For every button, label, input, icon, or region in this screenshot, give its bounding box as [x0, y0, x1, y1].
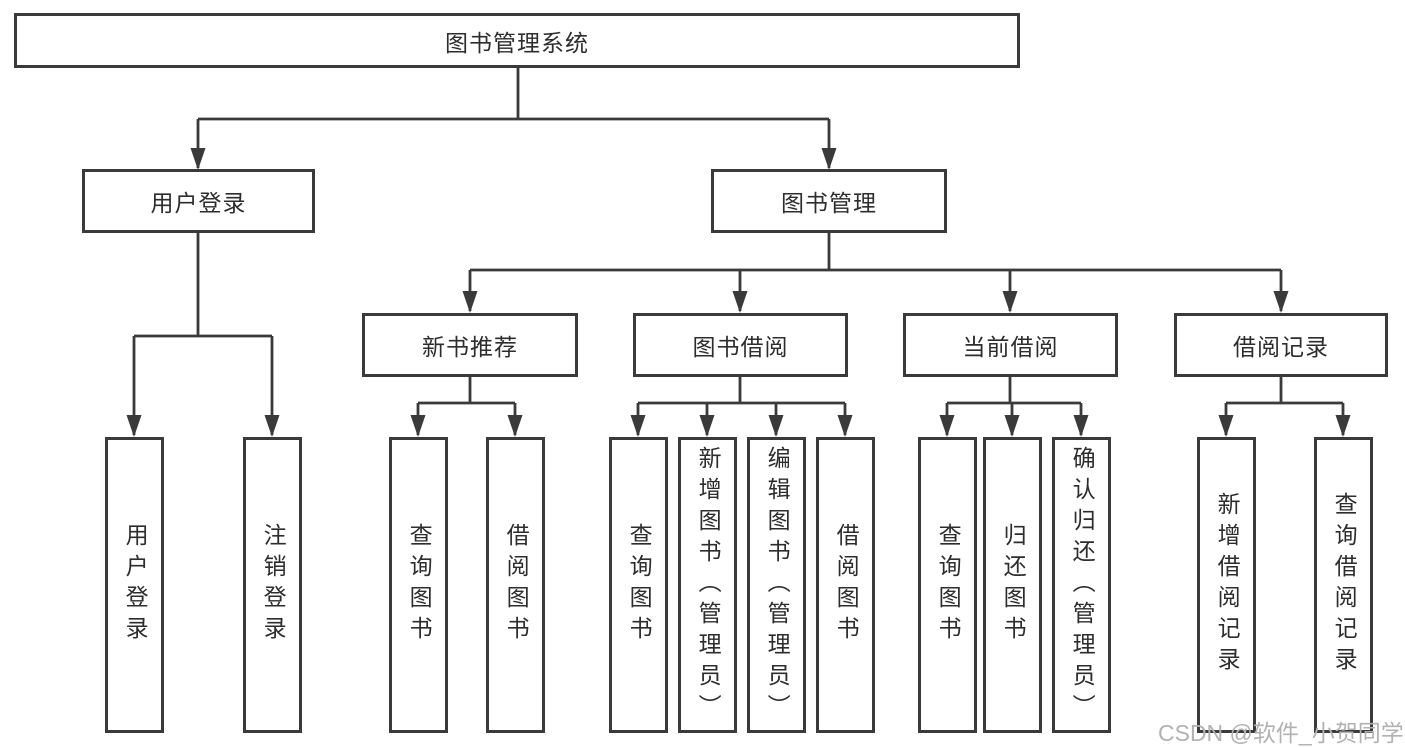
node-leaf-edit-book-admin: 编辑图书（管理员） — [747, 437, 806, 733]
node-leaf-logout-label: 注销登录 — [260, 523, 287, 647]
node-leaf-query-borrow-record-label: 查询借阅记录 — [1331, 492, 1358, 678]
node-leaf-add-borrow-record: 新增借阅记录 — [1197, 437, 1256, 733]
connector-bookborrow-to-leaves — [636, 377, 847, 435]
node-current-borrow: 当前借阅 — [903, 313, 1118, 377]
node-leaf-logout: 注销登录 — [243, 437, 302, 733]
node-user-login-label: 用户登录 — [150, 190, 247, 216]
node-leaf-query-book-2-label: 查询图书 — [626, 523, 653, 647]
node-leaf-query-borrow-record: 查询借阅记录 — [1314, 437, 1373, 733]
connector-records-to-leaves — [1224, 377, 1345, 435]
node-new-book-recommend: 新书推荐 — [362, 313, 578, 377]
connector-userlogin-to-leaves — [132, 233, 274, 435]
node-leaf-query-book-2: 查询图书 — [609, 437, 668, 733]
node-current-borrow-label: 当前借阅 — [962, 334, 1059, 360]
node-leaf-confirm-return-admin: 确认归还（管理员） — [1052, 437, 1111, 733]
csdn-watermark: CSDN @软件_小贺同学 — [1158, 720, 1404, 746]
node-leaf-query-book-3-label: 查询图书 — [935, 523, 962, 647]
node-root: 图书管理系统 — [14, 13, 1020, 68]
node-leaf-query-book-3: 查询图书 — [918, 437, 977, 733]
node-leaf-borrow-book-1-label: 借阅图书 — [503, 523, 530, 647]
node-book-borrow-label: 图书借阅 — [692, 334, 789, 360]
node-leaf-return-book-label: 归还图书 — [1000, 523, 1027, 647]
connector-root-to-level2 — [196, 68, 831, 168]
node-leaf-add-book-admin-label: 新增图书（管理员） — [695, 445, 722, 725]
node-leaf-user-login-label: 用户登录 — [122, 523, 149, 647]
node-leaf-query-book-1-label: 查询图书 — [406, 523, 433, 647]
node-leaf-add-borrow-record-label: 新增借阅记录 — [1214, 492, 1241, 678]
node-root-label: 图书管理系统 — [445, 29, 589, 56]
node-leaf-borrow-book-2-label: 借阅图书 — [833, 523, 860, 647]
node-leaf-edit-book-admin-label: 编辑图书（管理员） — [764, 445, 791, 725]
node-leaf-add-book-admin: 新增图书（管理员） — [678, 437, 737, 733]
node-borrow-records: 借阅记录 — [1174, 313, 1388, 377]
arrowheads — [126, 148, 1351, 437]
node-book-borrow: 图书借阅 — [633, 313, 848, 377]
node-leaf-query-book-1: 查询图书 — [389, 437, 448, 733]
node-leaf-return-book: 归还图书 — [983, 437, 1042, 733]
node-leaf-borrow-book-1: 借阅图书 — [486, 437, 545, 733]
node-book-management-label: 图书管理 — [781, 190, 877, 216]
node-user-login: 用户登录 — [82, 169, 315, 233]
node-book-management: 图书管理 — [711, 169, 947, 233]
node-leaf-confirm-return-admin-label: 确认归还（管理员） — [1069, 445, 1096, 725]
node-leaf-user-login: 用户登录 — [105, 437, 164, 733]
node-leaf-borrow-book-2: 借阅图书 — [816, 437, 875, 733]
connector-bookmgmt-to-level3 — [468, 232, 1283, 311]
node-borrow-records-label: 借阅记录 — [1233, 334, 1329, 360]
connector-newbooks-to-leaves — [416, 377, 517, 435]
node-new-book-recommend-label: 新书推荐 — [422, 334, 518, 360]
